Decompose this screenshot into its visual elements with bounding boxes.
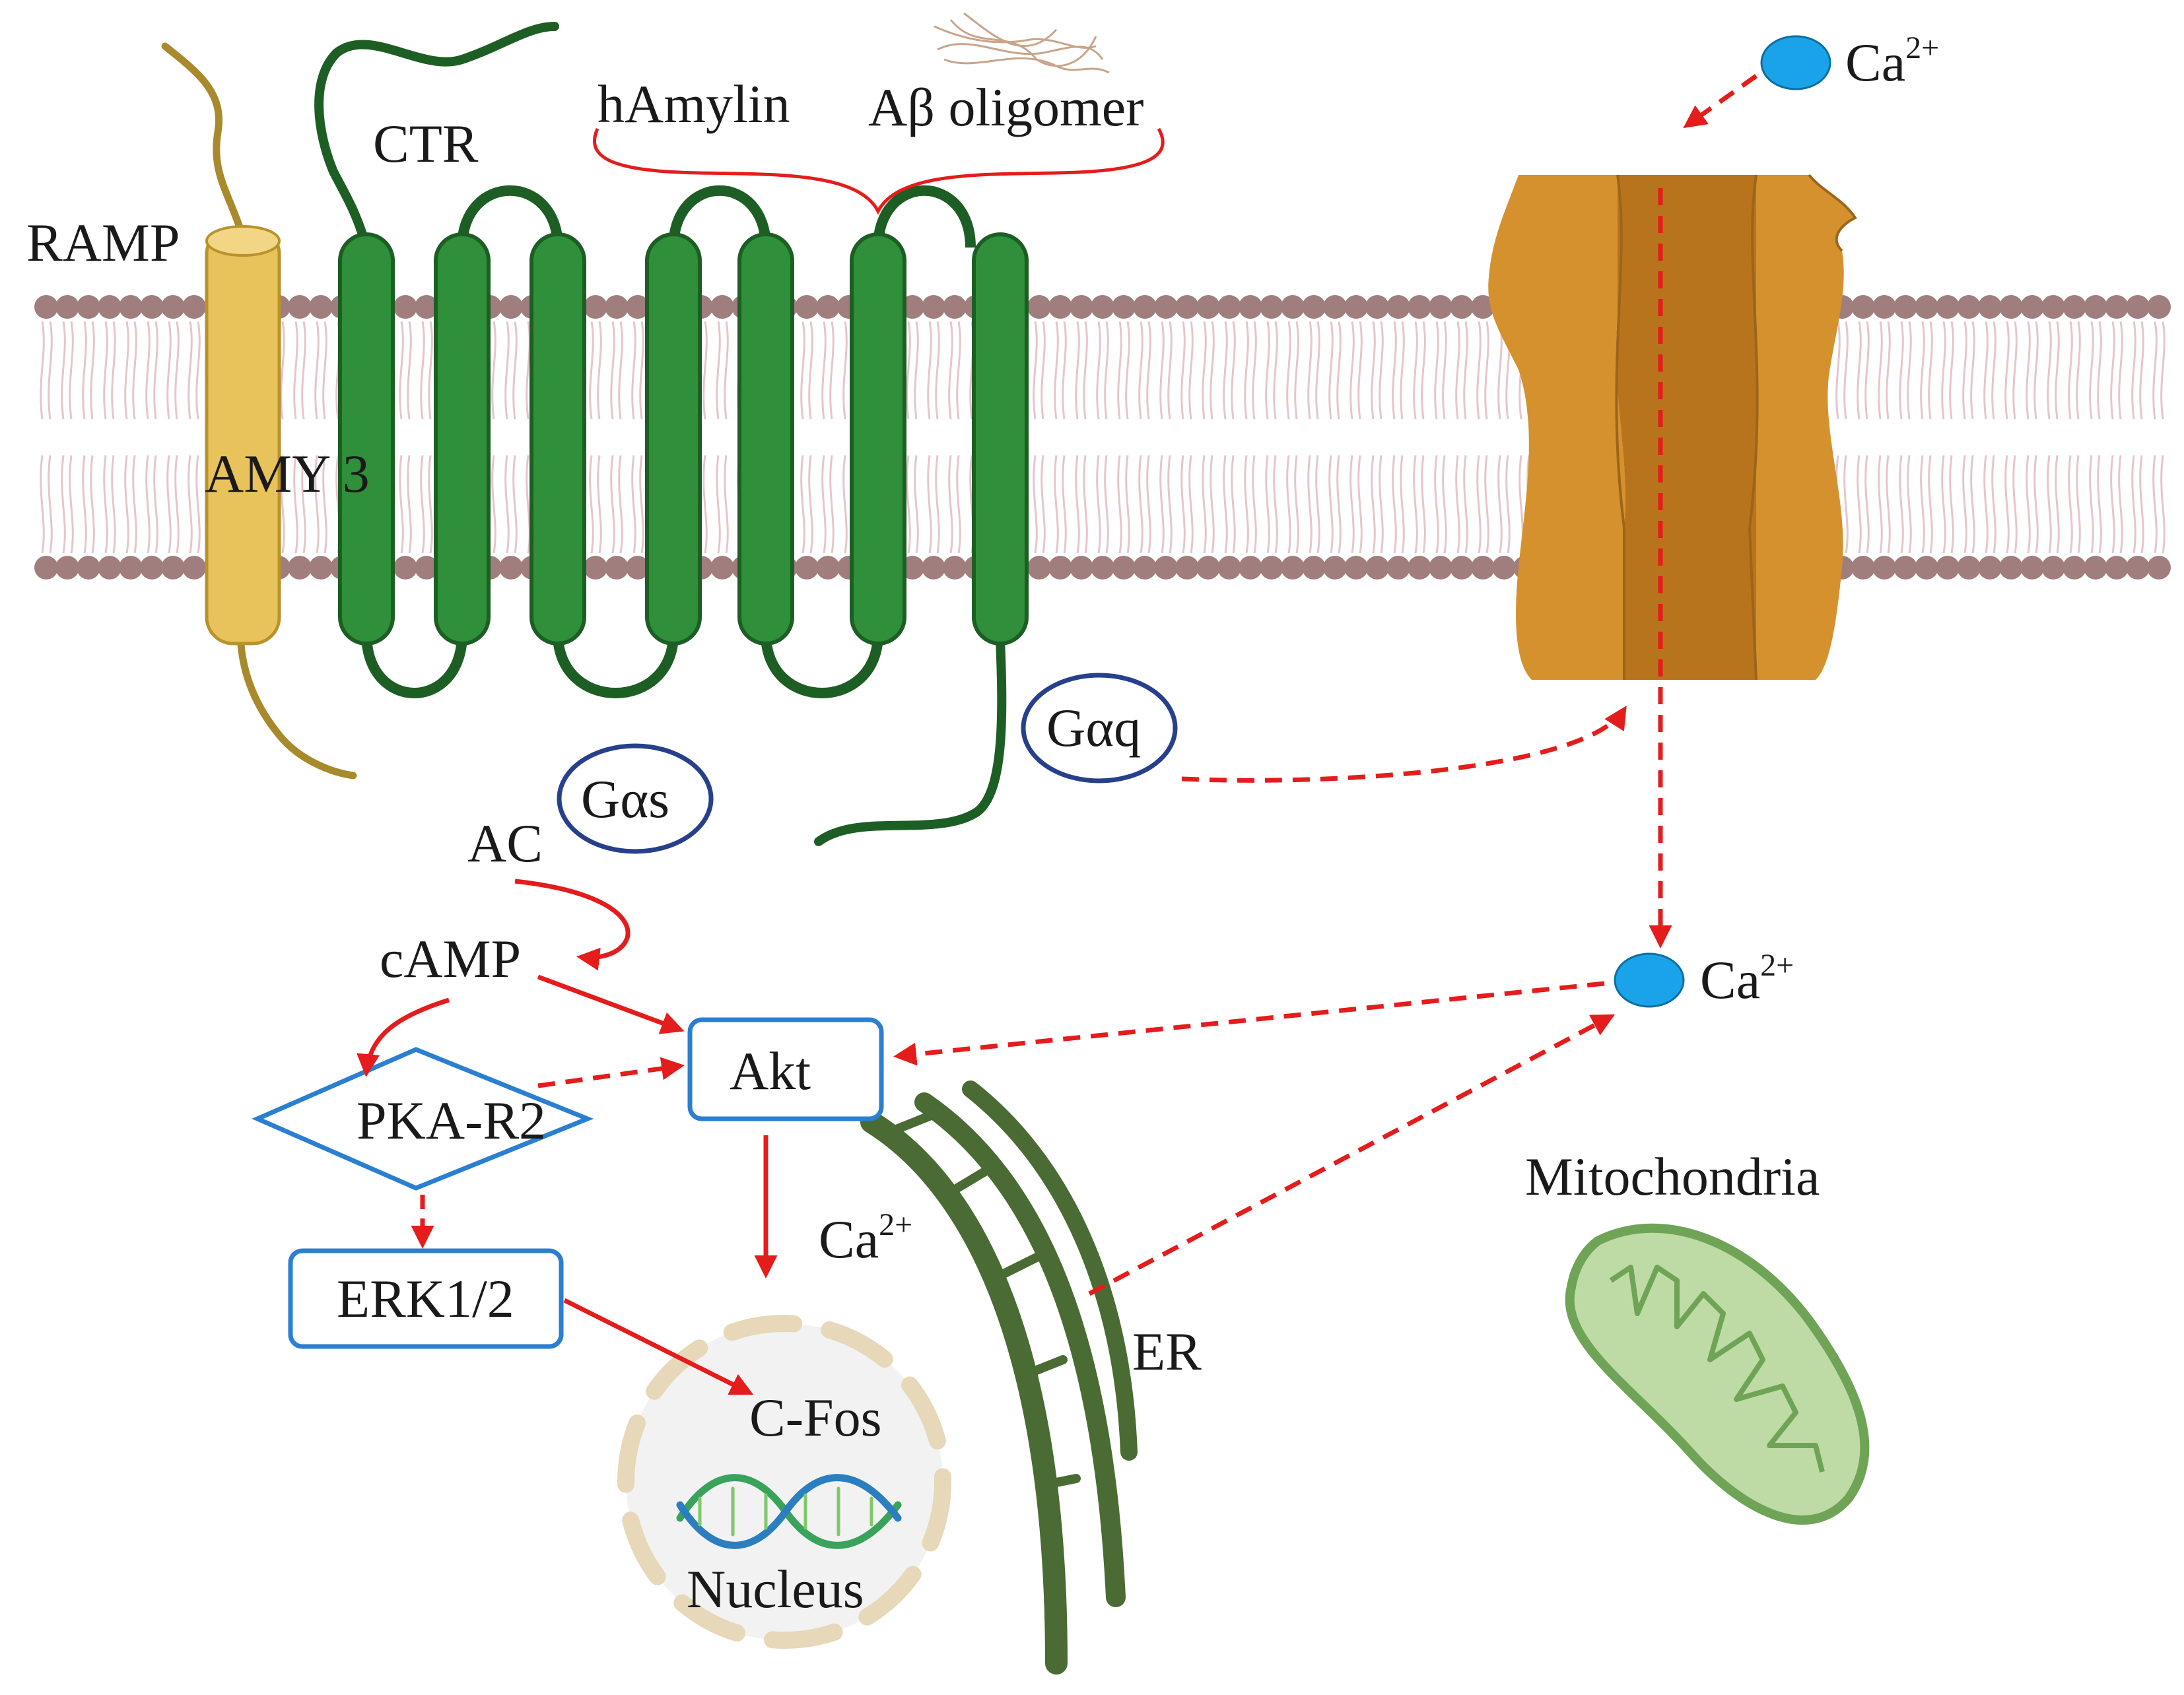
akt-box: [687, 1017, 884, 1121]
label-nucleus: Nucleus: [687, 1559, 864, 1619]
label-gas: Gαs: [581, 769, 669, 829]
label-ca-extracellular: Ca2+: [1845, 30, 1939, 92]
ctr-helix-6: [850, 232, 906, 646]
calcium-channel: [1488, 174, 1857, 681]
dna-icon: [676, 1474, 902, 1549]
label-ctr: CTR: [373, 114, 479, 174]
pathway-arrows: [357, 74, 1758, 1395]
nucleus: [617, 1315, 951, 1649]
ctr-helix-7: [972, 232, 1029, 646]
label-er: ER: [1132, 1321, 1202, 1381]
erk-box: [288, 1248, 564, 1349]
label-gaq: Gαq: [1046, 698, 1141, 758]
ctr-helix-1: [338, 232, 395, 646]
label-ca-cytosolic: Ca2+: [1700, 948, 1794, 1010]
ramp-protein: [161, 42, 357, 780]
ctr-helix-3: [529, 232, 586, 646]
label-ca-er: Ca2+: [819, 1207, 912, 1269]
calcium-ion-cytosolic: [1614, 952, 1685, 1008]
label-akt: Akt: [730, 1041, 811, 1101]
gas-protein: [557, 743, 714, 854]
label-mitochondria: Mitochondria: [1525, 1147, 1820, 1207]
ligand-bracket: [593, 127, 1165, 215]
endoplasmic-reticulum: [860, 1080, 1138, 1675]
calcium-ion-extracellular: [1760, 35, 1831, 90]
label-erk: ERK1/2: [337, 1269, 514, 1329]
ctr-helix-4: [645, 232, 702, 646]
label-abeta-oligomer: Aβ oligomer: [868, 77, 1144, 137]
label-hamylin: hAmylin: [597, 74, 790, 134]
diagram-labels: RAMP AMY 3 CTR hAmylin Aβ oligomer Gαs G…: [26, 30, 1939, 1619]
abeta-fibril-icon: [934, 12, 1110, 74]
ctr-helix-2: [434, 232, 491, 646]
calcitonin-receptor: [314, 22, 1029, 846]
label-ramp: RAMP: [26, 213, 180, 273]
mitochondria: [1565, 1223, 1870, 1525]
label-pka-r2: PKA-R2: [357, 1090, 546, 1150]
label-amy3: AMY 3: [205, 444, 370, 504]
label-ac: AC: [467, 813, 543, 873]
ctr-helix-5: [737, 232, 794, 646]
gaq-protein: [1021, 673, 1178, 783]
label-camp: cAMP: [380, 929, 521, 989]
label-cfos: C-Fos: [749, 1387, 882, 1447]
